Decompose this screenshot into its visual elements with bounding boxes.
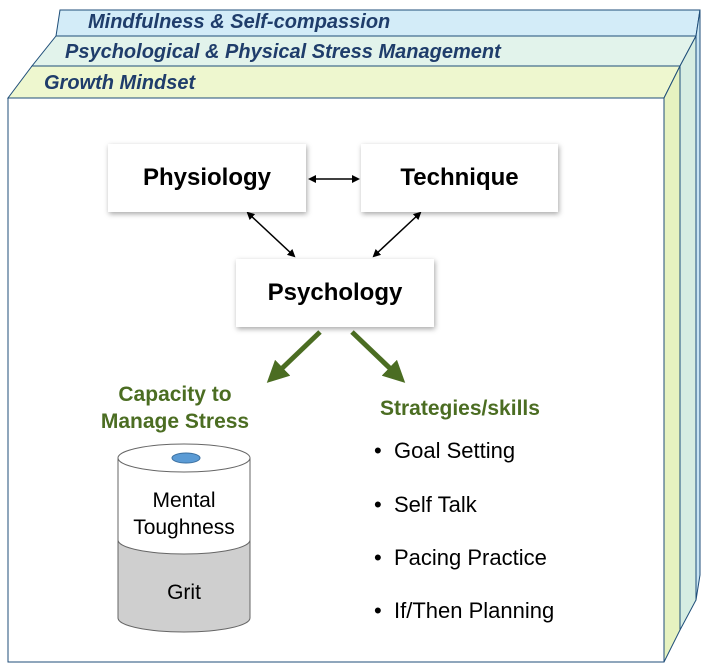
physiology-box: Physiology (108, 144, 306, 212)
strategy-item: •Pacing Practice (374, 545, 547, 570)
strategy-item: •Self Talk (374, 492, 477, 517)
strategies-heading: Strategies/skills (380, 397, 540, 420)
layer-label-mindfulness: Mindfulness & Self-compassion (88, 11, 391, 33)
capacity-barrel (117, 443, 251, 633)
psychology-box: Psychology (236, 259, 434, 327)
capacity-heading-line1: Capacity to (118, 383, 232, 406)
grit-label: Grit (167, 581, 201, 604)
technique-box: Technique (361, 144, 558, 212)
layer-label-growth-mindset: Growth Mindset (44, 72, 196, 94)
mental-toughness-line1: Mental (152, 489, 216, 512)
capacity-heading-line2: Manage Stress (100, 410, 250, 433)
arrow-to-capacity (266, 330, 322, 383)
mental-toughness-line2: Toughness (133, 516, 235, 539)
capacity-heading: Capacity to Manage Stress (80, 381, 270, 435)
arrow-technique-psychology (372, 211, 422, 258)
arrow-physiology-psychology (246, 211, 296, 258)
mental-toughness-label: Mental Toughness (118, 487, 250, 541)
arrow-to-strategies (350, 330, 406, 383)
layer-label-stress-management: Psychological & Physical Stress Manageme… (65, 41, 501, 63)
strategy-item: •If/Then Planning (374, 598, 555, 623)
strategy-item: •Goal Setting (374, 438, 516, 463)
barrel-cap (171, 452, 201, 464)
